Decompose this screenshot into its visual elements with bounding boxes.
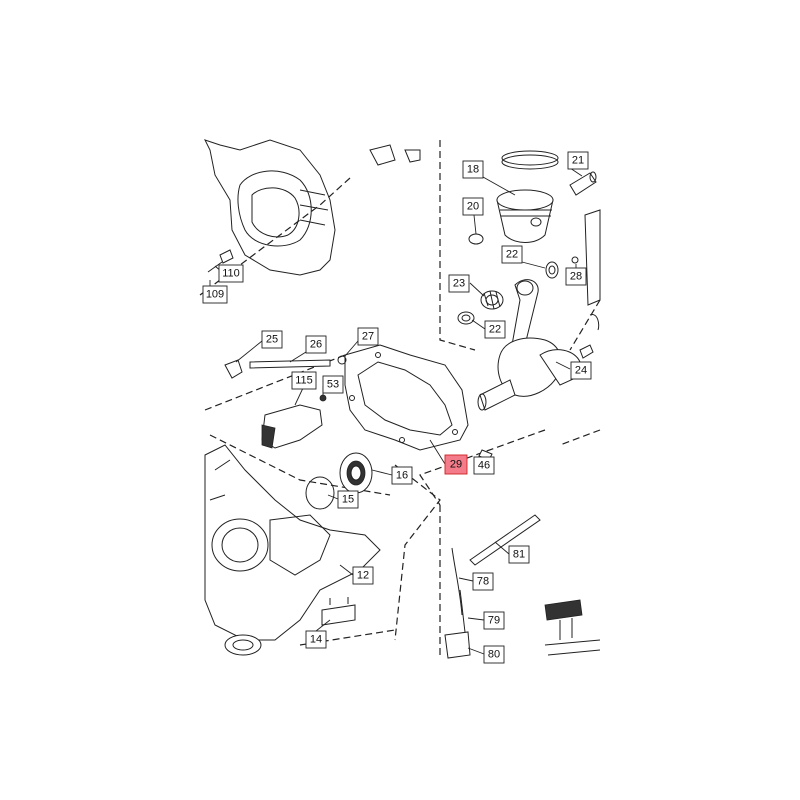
- callout-80[interactable]: 80: [483, 645, 505, 664]
- bottom-right-part: [544, 599, 601, 656]
- leader-lines: [209, 167, 583, 655]
- callout-79[interactable]: 79: [483, 611, 505, 630]
- callout-15[interactable]: 15: [337, 490, 359, 509]
- piston-pin-part: [569, 171, 597, 196]
- svg-text:53: 53: [327, 379, 339, 391]
- callout-22-lower[interactable]: 22: [484, 320, 506, 339]
- mount-bracket-part: [321, 597, 356, 626]
- callout-115[interactable]: 115: [291, 371, 317, 390]
- needle-bearing-part: [480, 290, 504, 310]
- svg-text:21: 21: [572, 155, 584, 167]
- callout-109[interactable]: 109: [202, 285, 228, 304]
- svg-text:20: 20: [467, 201, 479, 213]
- crankshaft-part: [477, 279, 594, 411]
- bracket-part: [261, 394, 327, 449]
- retaining-ring-part: [305, 476, 335, 510]
- svg-text:18: 18: [467, 164, 479, 176]
- circlip-part: [468, 233, 484, 245]
- gasket-part: [344, 344, 469, 451]
- fuel-hose-part: [444, 547, 471, 659]
- callout-25[interactable]: 25: [261, 330, 283, 349]
- callout-14[interactable]: 14: [305, 630, 327, 649]
- screw-part: [207, 249, 234, 273]
- callout-26[interactable]: 26: [305, 335, 327, 354]
- callout-29[interactable]: 29: [444, 454, 468, 475]
- callout-20[interactable]: 20: [462, 197, 484, 216]
- throttle-rod-part: [224, 355, 347, 379]
- svg-text:16: 16: [396, 470, 408, 482]
- svg-text:27: 27: [362, 331, 374, 343]
- callout-28[interactable]: 28: [565, 267, 587, 286]
- svg-text:14: 14: [310, 634, 322, 646]
- callout-18[interactable]: 18: [462, 160, 484, 179]
- svg-text:78: 78: [477, 576, 489, 588]
- crankcase-part: [204, 444, 381, 656]
- svg-text:80: 80: [488, 649, 500, 661]
- piston-part: [496, 150, 559, 243]
- callout-21[interactable]: 21: [567, 151, 589, 170]
- bearing-part: [339, 452, 373, 494]
- callout-16[interactable]: 16: [391, 466, 413, 485]
- svg-text:81: 81: [513, 549, 525, 561]
- fan-housing-part: [204, 139, 421, 276]
- svg-text:29: 29: [450, 459, 462, 471]
- svg-text:24: 24: [575, 365, 587, 377]
- svg-text:26: 26: [310, 339, 322, 351]
- svg-text:109: 109: [206, 289, 224, 301]
- svg-text:12: 12: [357, 570, 369, 582]
- svg-text:79: 79: [488, 615, 500, 627]
- svg-text:110: 110: [222, 268, 240, 280]
- callout-110[interactable]: 110: [218, 264, 244, 283]
- callout-24[interactable]: 24: [570, 361, 592, 380]
- svg-text:22: 22: [489, 324, 501, 336]
- svg-text:15: 15: [342, 494, 354, 506]
- callout-46[interactable]: 46: [473, 456, 495, 475]
- svg-text:23: 23: [453, 278, 465, 290]
- callout-12[interactable]: 12: [352, 566, 374, 585]
- right-edge-parts: [571, 209, 601, 331]
- svg-text:28: 28: [570, 271, 582, 283]
- svg-text:115: 115: [295, 375, 313, 387]
- fuel-line-part: [469, 514, 541, 566]
- callout-23[interactable]: 23: [448, 274, 470, 293]
- svg-text:46: 46: [478, 460, 490, 472]
- callout-78[interactable]: 78: [472, 572, 494, 591]
- svg-text:25: 25: [266, 334, 278, 346]
- callout-53[interactable]: 53: [322, 375, 344, 394]
- svg-text:22: 22: [506, 249, 518, 261]
- callout-27[interactable]: 27: [357, 327, 379, 346]
- washer-parts: [457, 261, 559, 325]
- callout-22-upper[interactable]: 22: [501, 245, 523, 264]
- callout-81[interactable]: 81: [508, 545, 530, 564]
